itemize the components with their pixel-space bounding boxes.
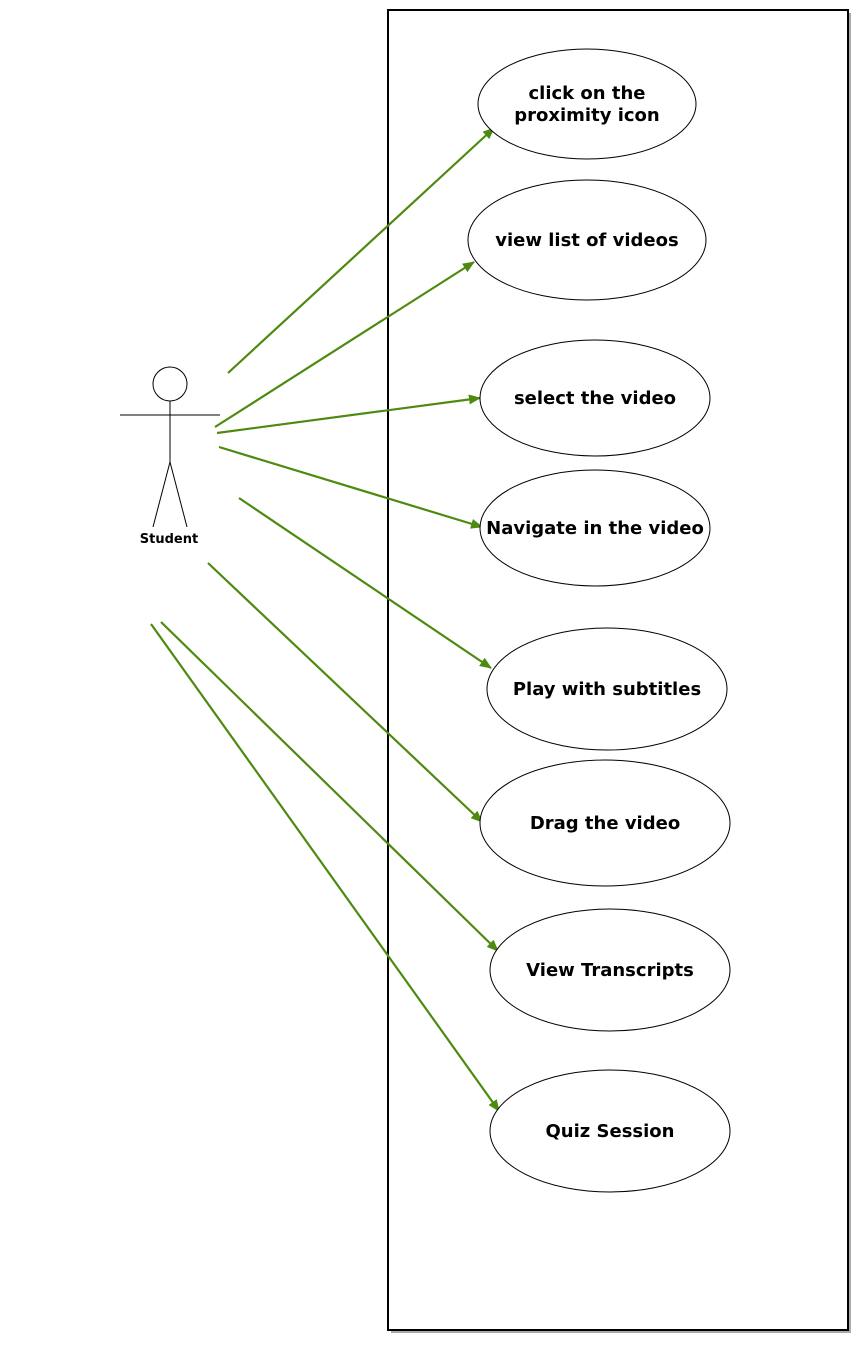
use-case-navigate: Navigate in the video [479, 469, 711, 587]
actor-label: Student [140, 532, 198, 547]
association-transcripts [160, 621, 499, 952]
use-case-oval [486, 627, 728, 751]
use-case-list: view list of videos [467, 179, 707, 301]
use-case-label: Drag the video [530, 813, 680, 834]
use-case-label: proximity icon [514, 105, 659, 126]
association-select [216, 394, 481, 435]
use-case-oval [489, 1069, 731, 1193]
use-case-oval [479, 759, 731, 887]
use-case-oval [477, 48, 697, 160]
use-case-label: click on the [529, 83, 646, 104]
use-case-label: select the video [514, 388, 676, 409]
use-case-label: Play with subtitles [513, 679, 701, 700]
use-case-label: view list of videos [495, 230, 678, 251]
use-case-quiz: Quiz Session [489, 1069, 731, 1193]
use-case-oval [479, 469, 711, 587]
actor-left-leg [152, 461, 171, 528]
actor-head [152, 366, 188, 402]
use-case-label: Quiz Session [546, 1121, 675, 1142]
association-subtitles [238, 497, 492, 669]
association-navigate [218, 445, 483, 529]
association-list [214, 261, 475, 428]
use-case-label: Navigate in the video [486, 518, 704, 539]
association-drag [207, 562, 483, 823]
use-case-drag: Drag the video [479, 759, 731, 887]
use-case-oval [479, 339, 711, 457]
use-case-transcripts: View Transcripts [489, 908, 731, 1032]
associations-group [150, 127, 500, 1112]
actor-right-leg [169, 461, 188, 528]
association-proximity [227, 127, 495, 374]
use-case-subtitles: Play with subtitles [486, 627, 728, 751]
use-case-oval [467, 179, 707, 301]
use-case-select: select the video [479, 339, 711, 457]
use-case-label: View Transcripts [526, 960, 694, 981]
association-quiz [150, 623, 500, 1112]
use-case-oval [489, 908, 731, 1032]
actor-student: Student [120, 366, 220, 547]
